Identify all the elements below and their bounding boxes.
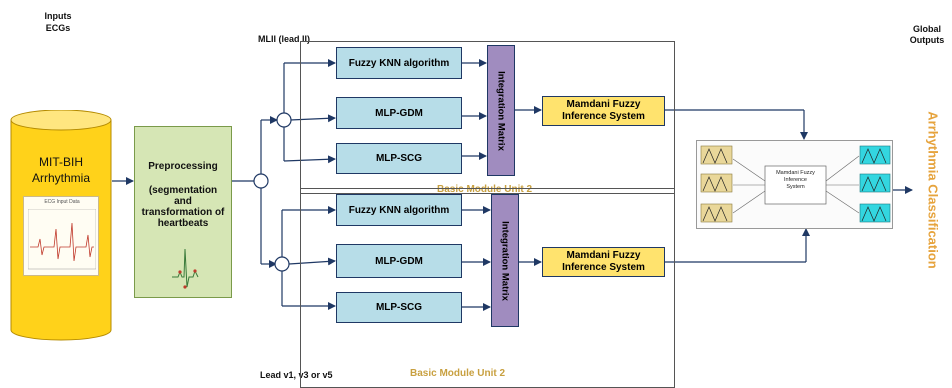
ecg-waveform-icon — [28, 209, 96, 270]
classifier-fuzzy-knn-2: Fuzzy KNN algorithm — [336, 194, 462, 226]
integration-matrix-label-2: Integration Matrix — [499, 220, 511, 301]
classifier-mlp-gdm-2: MLP-GDM — [336, 244, 462, 278]
database-line-1: MIT-BIH — [39, 155, 83, 169]
integration-matrix-2: Integration Matrix — [491, 194, 519, 327]
ecg-thumbnail-title: ECG Input Data — [44, 199, 80, 205]
preprocessing-title: Preprocessing — [148, 161, 218, 172]
module-frame-1 — [300, 41, 675, 194]
arrhythmia-classification-label: Arrhythmia Classification — [918, 80, 948, 300]
integration-matrix-1: Integration Matrix — [487, 45, 515, 176]
inputs-title: Inputs ECGs — [44, 11, 72, 33]
mit-bih-database: MIT-BIH Arrhythmia ECG Input Data — [10, 110, 112, 342]
global-fis-label: Mamdani Fuzzy Inference System — [776, 170, 815, 190]
classifier-mlp-scg-1: MLP-SCG — [336, 143, 462, 174]
global-fis-panel: Mamdani Fuzzy Inference System — [696, 140, 893, 229]
outputs-title: Global Outputs — [909, 24, 945, 45]
classifier-mlp-scg-2: MLP-SCG — [336, 292, 462, 323]
lead-label-bottom: Lead v1, v3 or v5 — [260, 370, 333, 380]
database-line-2: Arrhythmia — [31, 171, 90, 185]
preprocessing-box: Preprocessing (segmentation and transfor… — [134, 126, 232, 298]
module-label-1: Basic Module Unit 2 — [437, 184, 533, 195]
classifier-mlp-gdm-1: MLP-GDM — [336, 97, 462, 129]
ecg-thumbnail: ECG Input Data — [23, 196, 99, 276]
database-name: MIT-BIH Arrhythmia — [10, 154, 112, 186]
heartbeat-icon — [172, 248, 199, 289]
lead-label-top: MLII (lead II) — [258, 34, 311, 44]
integration-matrix-label-1: Integration Matrix — [495, 70, 507, 151]
classifier-fuzzy-knn-1: Fuzzy KNN algorithm — [336, 47, 462, 79]
preprocessing-detail: (segmentation and transformation of hear… — [141, 185, 225, 229]
mamdani-fis-2: Mamdani Fuzzy Inference System — [542, 247, 665, 277]
mamdani-fis-1: Mamdani Fuzzy Inference System — [542, 96, 665, 126]
membership-functions-icon — [700, 145, 891, 223]
module-label-2: Basic Module Unit 2 — [410, 368, 506, 379]
arrhythmia-classification-text: Arrhythmia Classification — [925, 111, 941, 269]
